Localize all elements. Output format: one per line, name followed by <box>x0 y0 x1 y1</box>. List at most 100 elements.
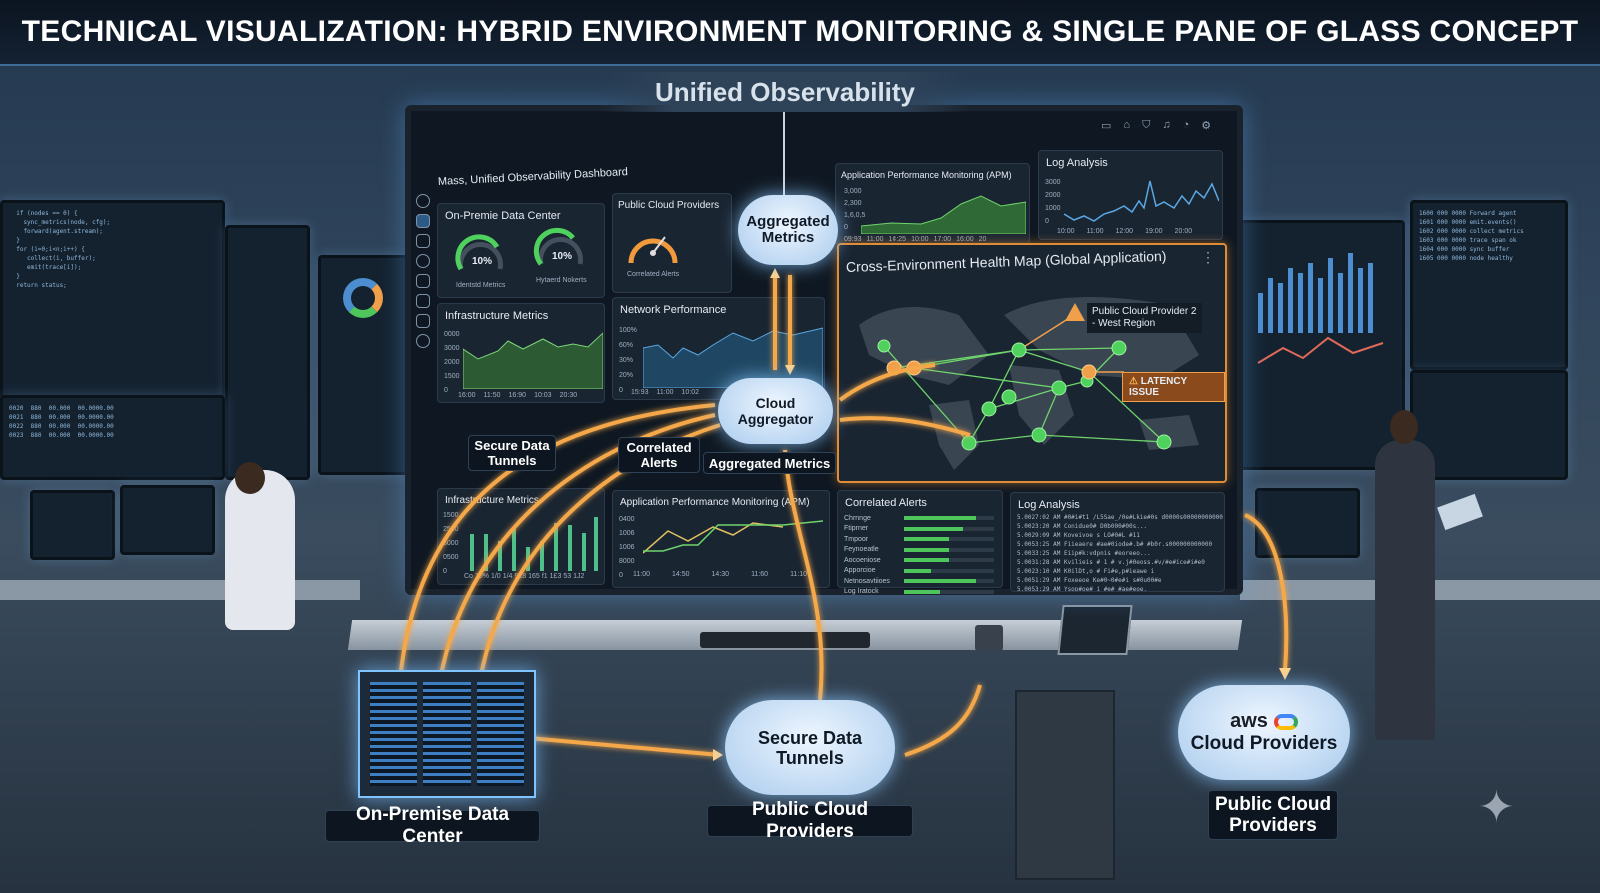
onprem-panel: On-Premie Data Center 10% Identstd Metri… <box>437 203 605 298</box>
alert-row[interactable]: Ftiprner <box>844 524 994 535</box>
person-head <box>235 462 265 494</box>
window-icon[interactable]: ▭ <box>1101 120 1112 132</box>
apm-area-chart <box>861 195 1026 234</box>
secure-tunnels-label: Secure Data Tunnels <box>468 435 556 471</box>
home-icon[interactable]: ⌂ <box>1123 119 1131 131</box>
alert-bar <box>904 558 994 563</box>
gauge-value: 10% <box>552 251 573 262</box>
nav-server-icon[interactable] <box>416 294 430 308</box>
panel-title: Infrastructure Metrics <box>445 495 539 506</box>
nav-home-icon[interactable] <box>416 234 430 248</box>
panel-title: Log Analysis <box>1018 499 1080 511</box>
nav-cloud-icon[interactable] <box>416 274 430 288</box>
healthy-node <box>1011 342 1027 358</box>
shield-icon[interactable]: ⛉ <box>1142 119 1151 131</box>
healthy-node <box>877 339 891 353</box>
panel-title: Application Performance Monitoring (APM) <box>620 497 810 508</box>
dashboard-sidebar <box>413 188 433 398</box>
nav-search-icon[interactable] <box>416 254 430 268</box>
alert-row[interactable]: Feynoeatle <box>844 545 994 556</box>
map-to-aggregator-arrow <box>839 416 971 437</box>
coffee-mug <box>975 625 1003 651</box>
server-unit <box>476 682 524 786</box>
log-line-chart <box>1064 180 1219 222</box>
gear-icon[interactable]: ⚙ <box>1201 120 1212 132</box>
network-area-chart <box>643 327 823 388</box>
warning-icon <box>1065 303 1085 321</box>
cloud-providers-cloud: aws Cloud Providers <box>1178 685 1350 780</box>
left-code-monitor: if (nodes == 0) { sync_metrics(node, cfg… <box>0 200 225 400</box>
cloud-providers-text: Cloud Providers <box>1190 733 1338 754</box>
alert-label: Aocoeniose <box>844 556 881 564</box>
alert-label: Netnosavtiioes <box>844 577 890 585</box>
arrowhead <box>785 365 795 375</box>
alert-row[interactable]: Aocoeniose <box>844 555 994 566</box>
connector-line <box>783 112 785 195</box>
infra-area-chart <box>463 332 603 389</box>
alert-row[interactable]: Netnosavtiioes <box>844 576 994 587</box>
nav-alerts-icon[interactable] <box>416 334 430 348</box>
public-cloud-panel: Public Cloud Providers Correlated Alerts <box>612 193 732 293</box>
apm-line-chart <box>643 520 823 554</box>
alert-label: Feynoeatle <box>844 546 879 554</box>
warning-icon: ⚠ <box>1129 376 1141 387</box>
log-line: 5.0027:02 AM #0#i#t1 /L5Sae_/0e#Lkie#0s … <box>1017 514 1223 521</box>
user-icon[interactable]: ◔ <box>1182 119 1190 131</box>
nav-docs-icon[interactable] <box>416 314 430 328</box>
more-menu-icon[interactable]: ⋮ <box>1201 249 1215 265</box>
alert-bar <box>904 579 994 584</box>
gauge-hytaerd <box>533 227 583 266</box>
left-charts-monitor <box>318 255 408 475</box>
logo-icon <box>416 194 430 208</box>
alert-row[interactable]: Chrnnge <box>844 513 994 524</box>
onprem-label: On-Premise Data Center <box>325 804 540 847</box>
world-map <box>859 297 1199 470</box>
cloud-aggregator: Cloud Aggregator <box>718 378 833 444</box>
aggregated-metrics-cloud: Aggregated Metrics <box>738 195 838 265</box>
log-line: 5.0051:29 AM Foxeeoe Ke#0~0#e#i s#0u00#e <box>1017 577 1162 584</box>
alert-row[interactable]: Log Iratock <box>844 587 994 598</box>
tunnel-arrow <box>438 413 716 681</box>
page-title: TECHNICAL VISUALIZATION: HYBRID ENVIRONM… <box>21 15 1579 48</box>
bell-icon[interactable]: ♫ <box>1162 119 1171 131</box>
title-bar: TECHNICAL VISUALIZATION: HYBRID ENVIRONM… <box>0 0 1600 66</box>
gauge-identstd <box>455 234 503 271</box>
alert-bar <box>904 547 994 552</box>
right-to-providers-arrow <box>1244 513 1289 671</box>
healthy-node <box>1031 427 1047 443</box>
map-callout: Public Cloud Provider 2 - West Region <box>1087 303 1202 333</box>
server-unit <box>370 682 418 786</box>
alert-row[interactable]: Apporcioe <box>844 566 994 577</box>
onprem-server-rack <box>358 670 536 798</box>
health-map-panel: Cross-Environment Health Map (Global App… <box>837 243 1227 483</box>
alert-label: Chrnnge <box>844 514 871 522</box>
public-cloud-right-label: Public Cloud Providers <box>1208 790 1338 840</box>
right-bar-monitor <box>1410 370 1568 480</box>
log-line: 5.0031:28 AM Kvilieis # 1 # v.j#0eoss.#v… <box>1017 559 1205 566</box>
log-line: 5.0033:25 AM Eiip#k:vdpnis #eoreeo... <box>1017 550 1151 557</box>
gauge-label: Correlated Alerts <box>627 271 680 278</box>
nav-dashboard-icon[interactable] <box>416 214 430 228</box>
left-table-monitor: 0020 880 00.000 00.0000.00 0021 880 00.0… <box>0 395 225 480</box>
healthy-node <box>1111 340 1127 356</box>
alert-bar <box>904 589 994 594</box>
alert-row[interactable]: Tmpoor <box>844 534 994 545</box>
toolbar-icons: ▭ ⌂ ⛉ ♫ ◔ ⚙ <box>1101 119 1211 132</box>
gauge-label: Hytaerd Nokerts <box>536 277 587 284</box>
panel-title: Correlated Alerts <box>845 497 927 509</box>
sparkle-icon: ✦ <box>1478 783 1515 832</box>
gauge-label: Identstd Metrics <box>456 282 506 289</box>
infra-bar-chart <box>470 517 598 571</box>
cloud-tunnel-arrow <box>783 449 824 701</box>
right-code-monitor: 1600 000 0000 Forward agent 1601 000 000… <box>1410 200 1568 370</box>
